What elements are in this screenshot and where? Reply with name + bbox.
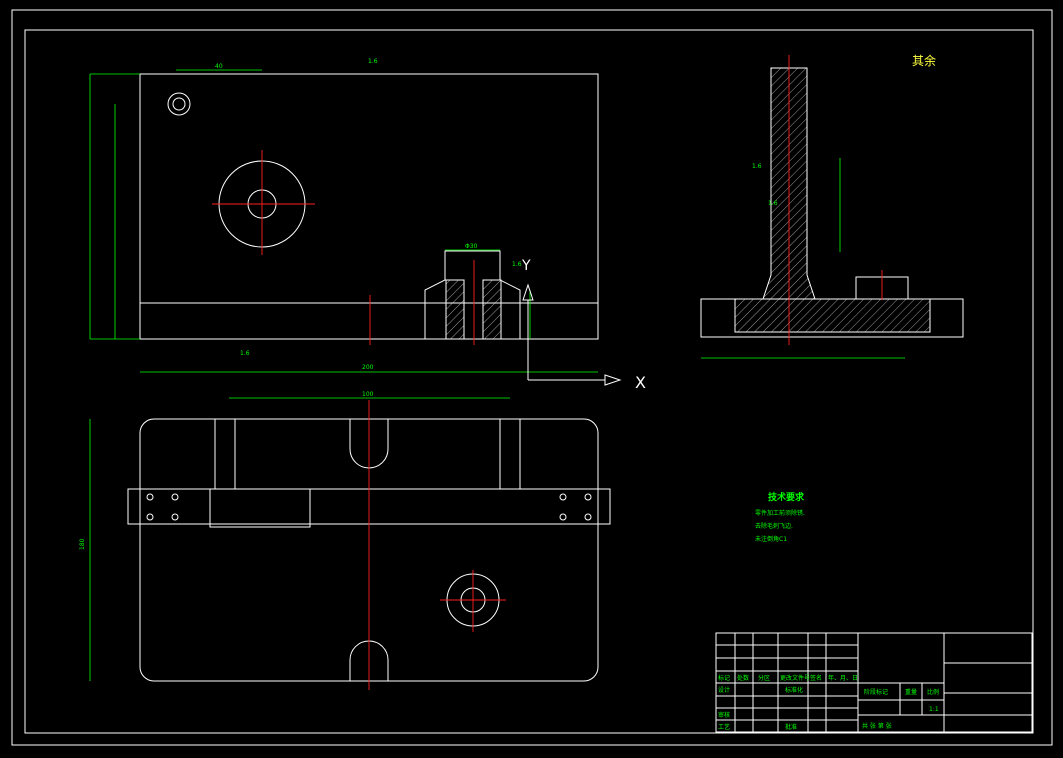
- side-roughness-1: 1.6: [752, 163, 762, 170]
- tb-header-date: 年、月、日: [828, 674, 858, 682]
- tb-header-change-doc: 更改文件号: [780, 674, 810, 682]
- dim-total-width: 200: [362, 364, 374, 371]
- title-block: 标记 处数 分区 更改文件号 签名 年、月、日 设计 标准化 阶段标记 重量 比…: [715, 632, 1033, 733]
- outer-frame: [11, 9, 1053, 746]
- front-view: 40 200 Φ30 1.6 1.6 1.6 X Y: [89, 58, 646, 392]
- dim-bore-dia: Φ30: [465, 243, 478, 250]
- tb-header-mark: 标记: [718, 674, 730, 682]
- side-roughness-2: 1.6: [768, 200, 778, 207]
- roughness-rest: 其余: [912, 53, 936, 68]
- tb-design: 设计: [718, 686, 730, 694]
- tb-header-count: 处数: [737, 674, 749, 682]
- tb-process: 工艺: [718, 723, 730, 731]
- tb-approve: 批准: [785, 723, 797, 731]
- tech-req-line-1: 零件加工前须除锈.: [755, 509, 805, 517]
- axis-x-label: X: [635, 373, 646, 392]
- small-hole: [167, 92, 191, 116]
- front-base: [139, 302, 599, 340]
- inner-frame: [24, 29, 1034, 734]
- tech-req-line-2: 去除毛刺飞边.: [755, 522, 793, 530]
- tb-sheets: 共 张 第 张: [862, 722, 892, 730]
- side-column: [734, 67, 931, 333]
- dim-slot-spacing: 100: [362, 391, 374, 398]
- tb-header-signature: 签名: [810, 674, 822, 682]
- tb-review: 审核: [718, 711, 730, 719]
- tb-standardization: 标准化: [785, 686, 803, 694]
- dim-left-width: 180: [79, 538, 86, 550]
- roughness-top: 1.6: [368, 58, 378, 65]
- tech-req-title: 技术要求: [768, 491, 805, 503]
- tb-weight: 重量: [905, 688, 917, 696]
- tb-scale-value: 1:1: [929, 706, 939, 713]
- axis-y-label: Y: [521, 258, 531, 274]
- roughness-mid: 1.6: [512, 261, 522, 268]
- dim-top-offset: 40: [215, 63, 223, 70]
- technical-requirements: 技术要求 零件加工前须除锈. 去除毛刺飞边. 未注倒角C1: [755, 491, 805, 543]
- bush-section: [424, 250, 521, 340]
- tb-scale-label: 比例: [927, 688, 939, 696]
- tb-stage-marking: 阶段标记: [864, 688, 888, 696]
- tech-req-line-3: 未注倒角C1: [755, 535, 787, 543]
- top-view: 100 180: [79, 391, 611, 690]
- side-view: 其余 1.6 1.6: [700, 53, 964, 359]
- tb-header-zone: 分区: [758, 674, 770, 682]
- roughness-bottom: 1.6: [240, 350, 250, 357]
